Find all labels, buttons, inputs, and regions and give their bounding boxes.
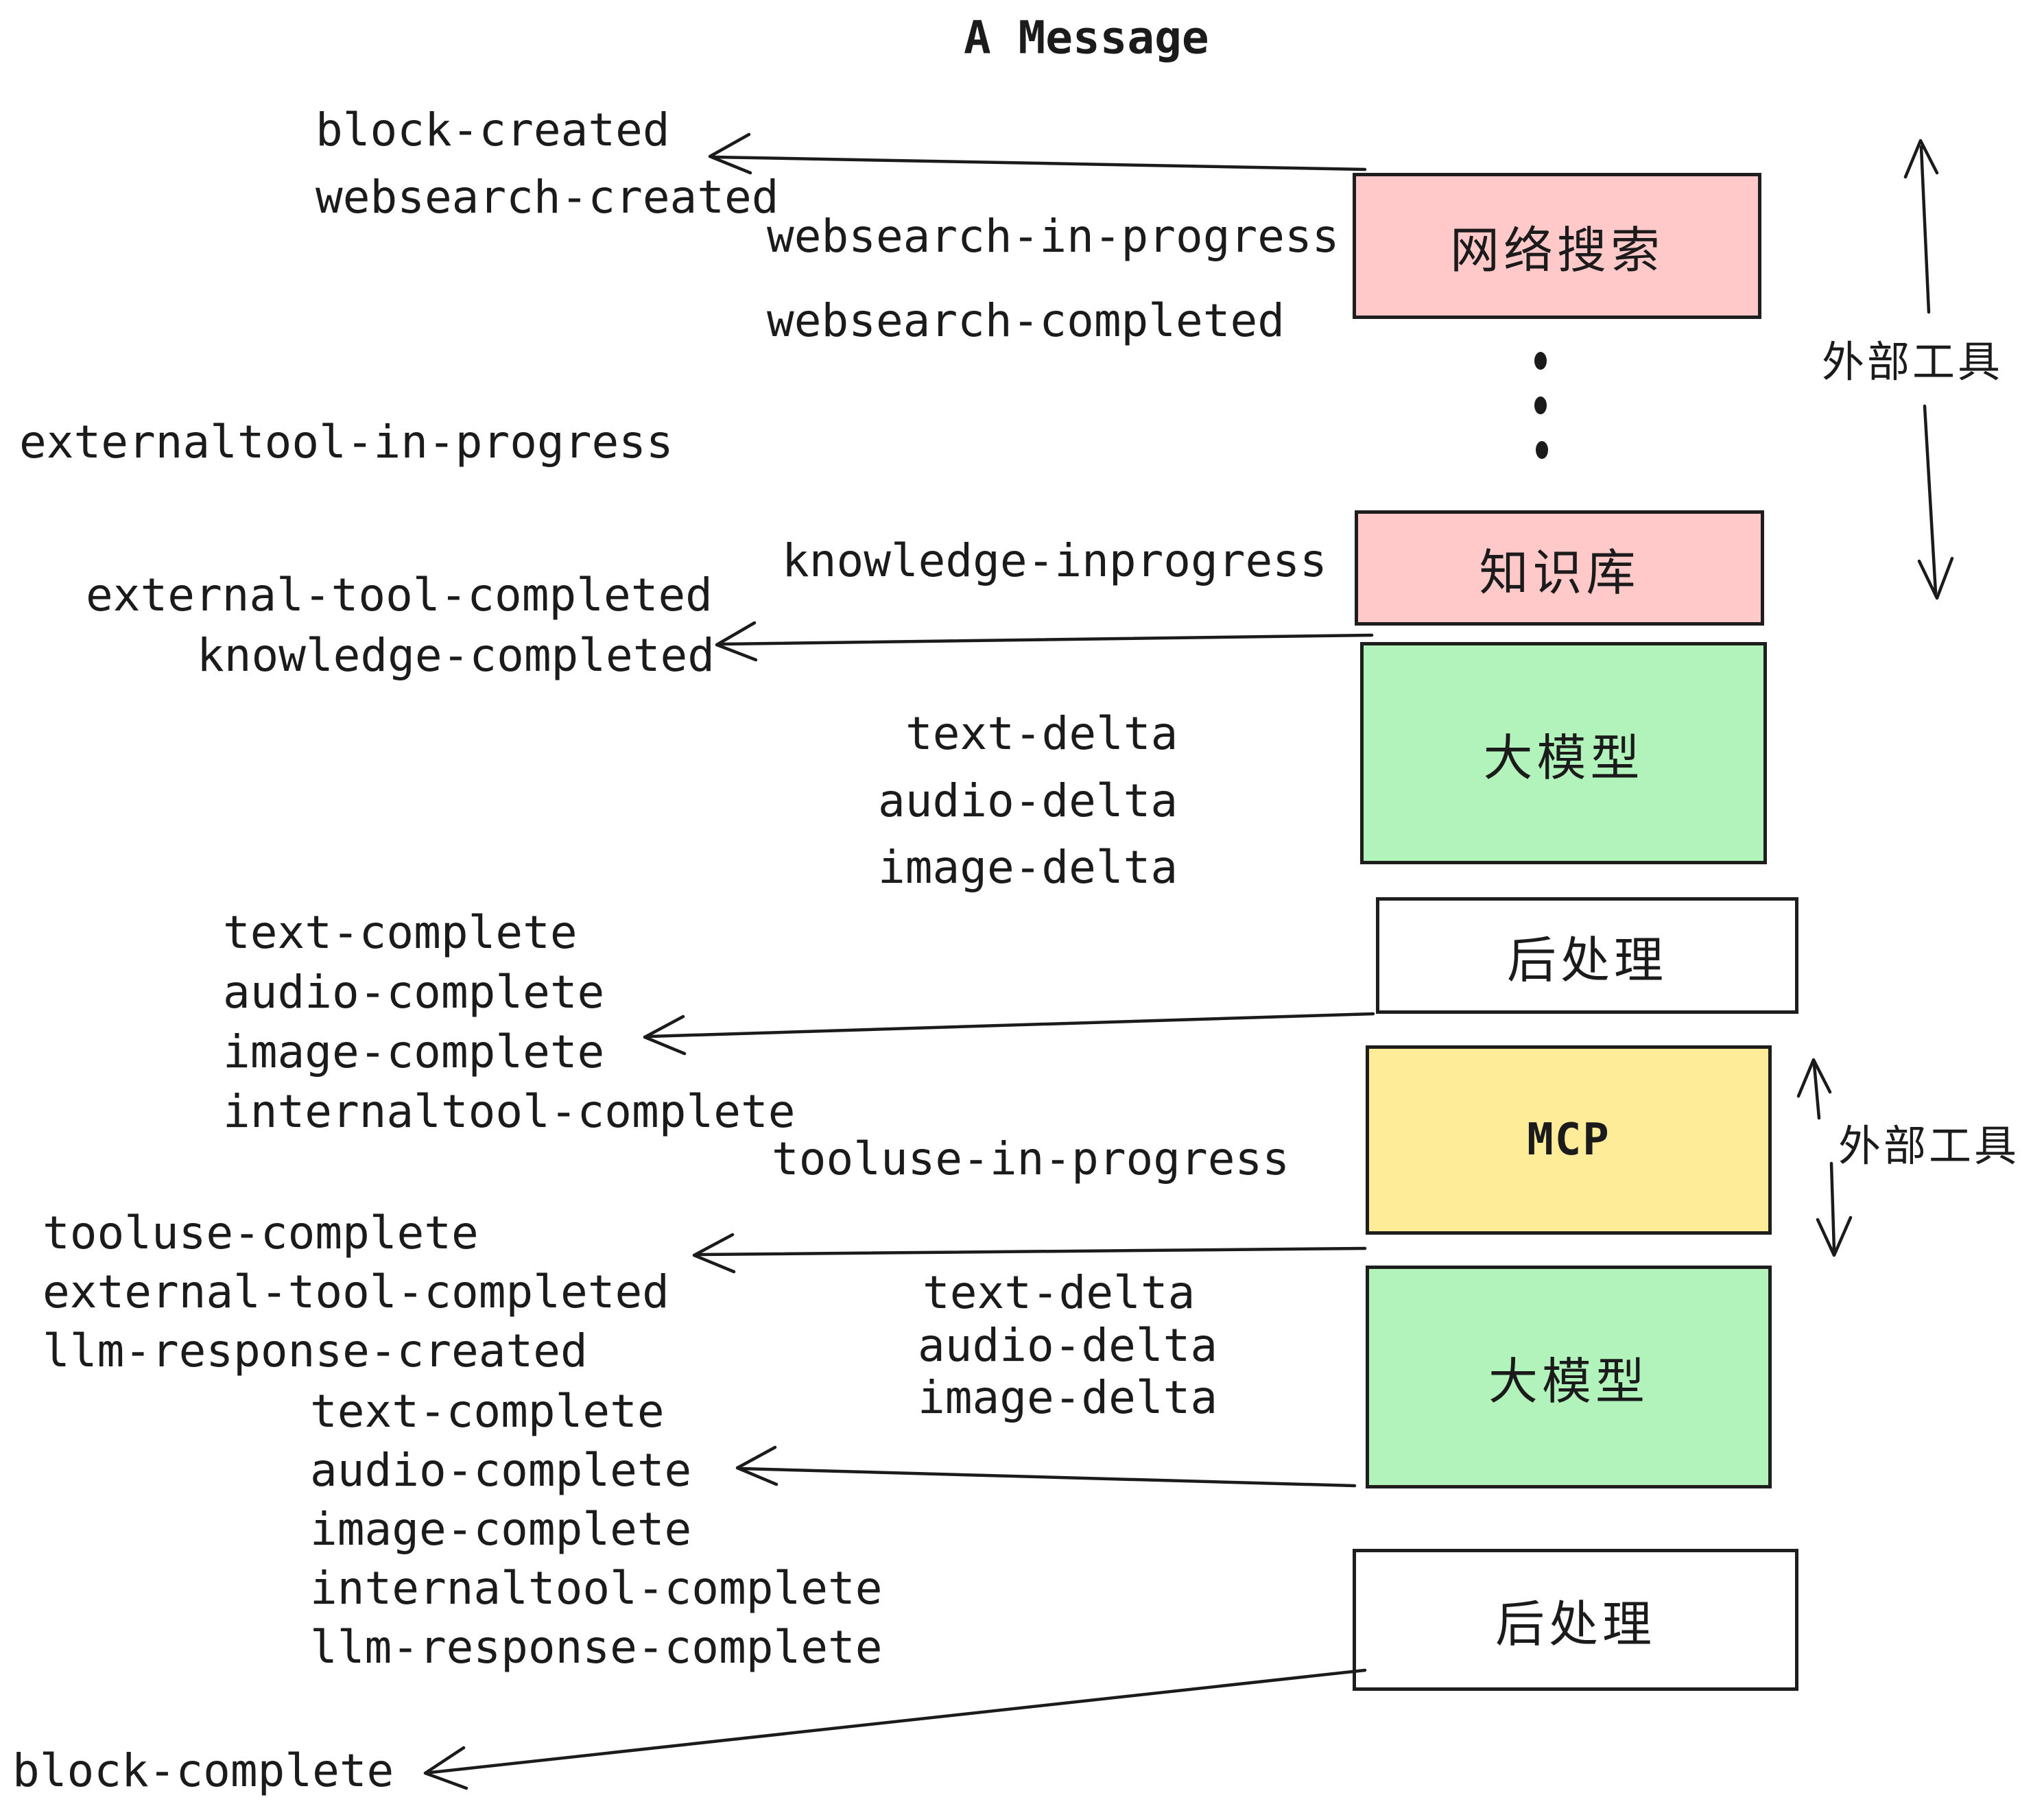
- external-tools-label-bottom: 外部工具: [1838, 1123, 2020, 1170]
- event-text-delta-1: text-delta: [905, 707, 1178, 760]
- event-externaltool-in-progress: externaltool-in-progress: [19, 416, 674, 468]
- event-audio-delta-2: audio-delta: [918, 1319, 1218, 1372]
- box-knowledge-label: 知识库: [1479, 545, 1640, 601]
- event-image-complete-1: image-complete: [223, 1025, 605, 1078]
- event-tooluse-complete: tooluse-complete: [43, 1207, 479, 1259]
- event-websearch-created: websearch-created: [316, 171, 779, 224]
- event-tooluse-in-progress: tooluse-in-progress: [772, 1132, 1290, 1185]
- event-audio-delta-1: audio-delta: [878, 774, 1178, 827]
- arrow-to-block-complete-icon: [423, 1668, 1367, 1790]
- external-tools-up-arrow-2-icon: [1796, 1058, 1832, 1120]
- external-tools-label-top: 外部工具: [1822, 339, 2004, 386]
- box-postprocess-1: 后处理: [1376, 897, 1798, 1014]
- box-llm-2: 大模型: [1366, 1266, 1772, 1488]
- ellipsis-dots-icon: [1534, 352, 1548, 459]
- arrow-to-audio-complete-icon: [735, 1445, 1357, 1488]
- diagram-title: A Message: [964, 11, 1209, 64]
- box-llm-1-label: 大模型: [1483, 731, 1644, 786]
- event-text-complete-1: text-complete: [223, 906, 578, 959]
- event-llm-response-created: llm-response-created: [43, 1325, 588, 1377]
- event-block-complete: block-complete: [12, 1744, 394, 1797]
- external-tools-down-arrow-icon: [1917, 404, 1954, 600]
- event-block-created: block-created: [316, 104, 670, 156]
- event-text-complete-2: text-complete: [310, 1385, 665, 1438]
- event-external-tool-completed-2: external-tool-completed: [43, 1266, 669, 1318]
- arrow-to-image-complete-icon: [643, 1012, 1375, 1056]
- event-websearch-completed: websearch-completed: [767, 294, 1285, 347]
- event-image-complete-2: image-complete: [310, 1503, 692, 1556]
- event-image-delta-2: image-delta: [918, 1371, 1218, 1424]
- event-text-delta-2: text-delta: [923, 1266, 1196, 1319]
- event-audio-complete-2: audio-complete: [310, 1444, 692, 1497]
- event-internaltool-complete-1: internaltool-complete: [223, 1085, 796, 1138]
- event-internaltool-complete-2: internaltool-complete: [310, 1562, 883, 1615]
- box-llm-1: 大模型: [1360, 642, 1767, 864]
- box-postprocess-2: 后处理: [1353, 1549, 1798, 1691]
- box-mcp-label: MCP: [1527, 1115, 1611, 1165]
- box-llm-2-label: 大模型: [1488, 1355, 1649, 1410]
- event-external-tool-completed-1: external-tool-completed: [86, 569, 713, 621]
- event-knowledge-inprogress: knowledge-inprogress: [782, 534, 1327, 587]
- event-knowledge-completed: knowledge-completed: [197, 629, 715, 682]
- box-websearch: 网络搜索: [1353, 173, 1761, 319]
- external-tools-up-arrow-icon: [1903, 139, 1939, 314]
- box-postprocess-1-label: 后处理: [1506, 933, 1667, 988]
- box-postprocess-2-label: 后处理: [1495, 1598, 1656, 1652]
- event-image-delta-1: image-delta: [878, 841, 1178, 894]
- box-knowledge: 知识库: [1355, 510, 1764, 626]
- arrow-to-block-created-icon: [708, 132, 1367, 175]
- event-llm-response-complete: llm-response-complete: [310, 1621, 883, 1674]
- event-websearch-in-progress: websearch-in-progress: [767, 210, 1340, 263]
- box-mcp: MCP: [1366, 1045, 1772, 1235]
- event-audio-complete-1: audio-complete: [223, 966, 605, 1019]
- box-websearch-label: 网络搜索: [1449, 224, 1664, 278]
- external-tools-down-arrow-2-icon: [1816, 1161, 1853, 1257]
- arrow-to-knowledge-completed-icon: [715, 621, 1374, 662]
